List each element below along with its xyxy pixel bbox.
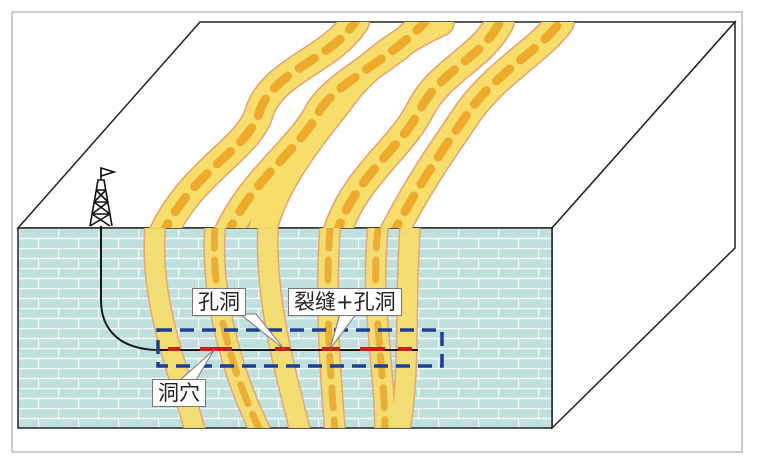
horizontal-well — [100, 226, 418, 351]
label-cave: 洞穴 — [152, 379, 206, 407]
callout-pointer-pores — [238, 313, 285, 350]
label-fracture-pores: 裂缝+孔洞 — [288, 288, 402, 316]
label-pores: 孔洞 — [192, 288, 246, 316]
target-zone-box — [156, 328, 444, 368]
drilling-rig-icon — [89, 166, 117, 227]
fracture-cave-bodies-front — [143, 228, 421, 428]
fracture-cave-bodies-top — [145, 22, 575, 228]
